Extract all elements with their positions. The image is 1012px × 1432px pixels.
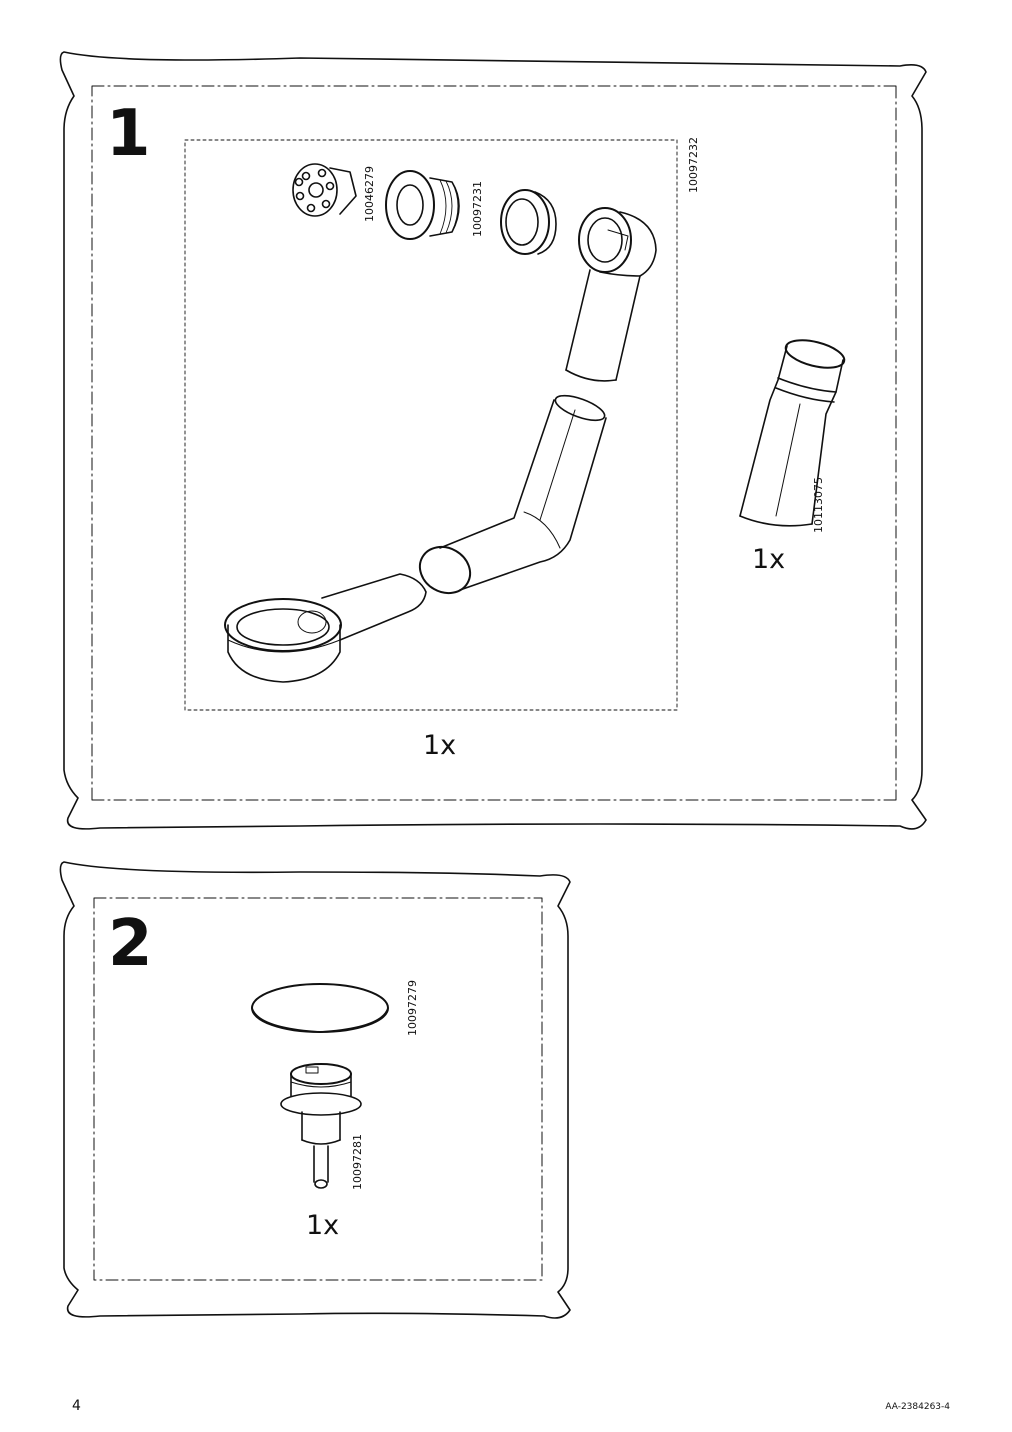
pipe-quantity: 1x xyxy=(752,544,786,575)
step-2-quantity: 1x xyxy=(306,1210,340,1241)
bag-1-outline xyxy=(59,51,927,830)
part-number-pipe: 10113075 xyxy=(812,477,825,533)
kit-dashed-box xyxy=(184,139,678,711)
strainer-cap-icon xyxy=(292,163,357,217)
step-1-number: 1 xyxy=(106,97,151,171)
bent-pipe-icon xyxy=(418,394,607,595)
part-number-plug: 10097281 xyxy=(351,1134,364,1190)
part-number-flange: 10097231 xyxy=(471,181,484,237)
page-number: 4 xyxy=(72,1398,81,1414)
step-2-number: 2 xyxy=(108,907,153,981)
part-number-cover: 10097279 xyxy=(406,980,419,1036)
drain-basket-icon xyxy=(224,573,427,683)
part-number-ring: 10097232 xyxy=(687,137,700,193)
threaded-flange-icon xyxy=(385,170,460,240)
rubber-ring-icon xyxy=(500,189,557,255)
kit-quantity: 1x xyxy=(423,730,457,761)
cover-disc-icon xyxy=(251,983,389,1033)
document-id: AA-2384263-4 xyxy=(885,1402,950,1412)
elbow-pipe-icon xyxy=(565,207,657,382)
straight-pipe-icon xyxy=(739,339,846,527)
part-number-cap: 10046279 xyxy=(363,166,376,222)
pop-up-plug-icon xyxy=(280,1063,362,1189)
bag-2-outline xyxy=(59,861,571,1319)
